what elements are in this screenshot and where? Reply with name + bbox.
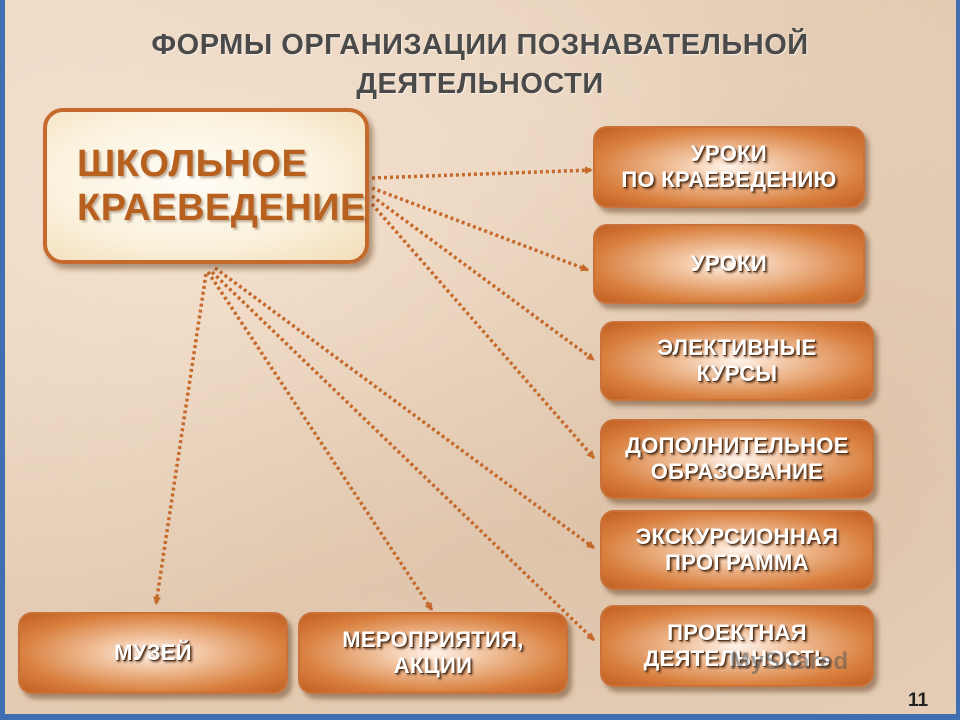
watermark: MyShared [730, 648, 849, 675]
main-box-line-1: ШКОЛЬНОЕ [77, 143, 308, 185]
page-number: 11 [908, 690, 929, 711]
box-label-line-1: ДОПОЛНИТЕЛЬНОЕ [625, 433, 849, 458]
main-box-line-2: КРАЕВЕДЕНИЕ [77, 187, 366, 229]
arrow-to-events [206, 271, 434, 611]
box-label-line-2: ОБРАЗОВАНИЕ [650, 459, 824, 484]
box-label-line-1: МУЗЕЙ [114, 640, 192, 665]
box-excursion-program: ЭКСКУРСИОННАЯ ПРОГРАММА [600, 510, 874, 590]
box-label-line-2: ДЕЯТЕЛЬНОСТЬ [643, 646, 831, 671]
box-events-actions: МЕРОПРИЯТИЯ, АКЦИИ [298, 612, 568, 694]
box-label-line-1: УРОКИ [691, 251, 767, 276]
box-project-activity: ПРОЕКТНАЯ ДЕЯТЕЛЬНОСТЬ [600, 605, 874, 687]
title-line-2: ДЕЯТЕЛЬНОСТИ [356, 68, 604, 100]
box-label-line-1: ЭКСКУРСИОННАЯ [635, 524, 839, 549]
arrow-to-lessons [371, 186, 589, 272]
box-label-line-2: АКЦИИ [393, 653, 473, 678]
box-label-line-1: УРОКИ [691, 141, 767, 166]
arrow-to-lessons-local-history [371, 166, 593, 180]
box-label-line-1: МЕРОПРИЯТИЯ, [342, 627, 524, 652]
box-label-line-2: КУРСЫ [696, 361, 778, 386]
arrow-to-museum [153, 273, 208, 605]
slide-frame-left [0, 0, 5, 720]
box-label-line-1: ЭЛЕКТИВНЫЕ [657, 335, 817, 360]
slide-frame-bottom [0, 714, 960, 720]
box-label-line-1: ПРОЕКТНАЯ [667, 620, 807, 645]
box-lessons-local-history: УРОКИ ПО КРАЕВЕДЕНИЮ [593, 126, 865, 208]
school-local-history-box: ШКОЛЬНОЕ КРАЕВЕДЕНИЕ [43, 108, 369, 264]
box-label-line-2: ПО КРАЕВЕДЕНИЮ [621, 167, 837, 192]
arrow-to-additional-education [370, 202, 596, 460]
box-museum: МУЗЕЙ [18, 612, 288, 694]
box-label-line-2: ПРОГРАММА [665, 550, 809, 575]
slide-frame-right [956, 0, 960, 720]
title-line-1: ФОРМЫ ОРГАНИЗАЦИИ ПОЗНАВАТЕЛЬНОЙ [151, 29, 809, 61]
arrow-to-project-activity [210, 270, 596, 642]
slide-title: ФОРМЫ ОРГАНИЗАЦИИ ПОЗНАВАТЕЛЬНОЙ ДЕЯТЕЛЬ… [80, 26, 880, 104]
box-elective-courses: ЭЛЕКТИВНЫЕ КУРСЫ [600, 321, 874, 401]
arrow-to-elective-courses [370, 194, 596, 362]
box-lessons: УРОКИ [593, 224, 865, 304]
arrow-to-excursion-program [213, 266, 596, 550]
box-additional-education: ДОПОЛНИТЕЛЬНОЕ ОБРАЗОВАНИЕ [600, 419, 874, 499]
